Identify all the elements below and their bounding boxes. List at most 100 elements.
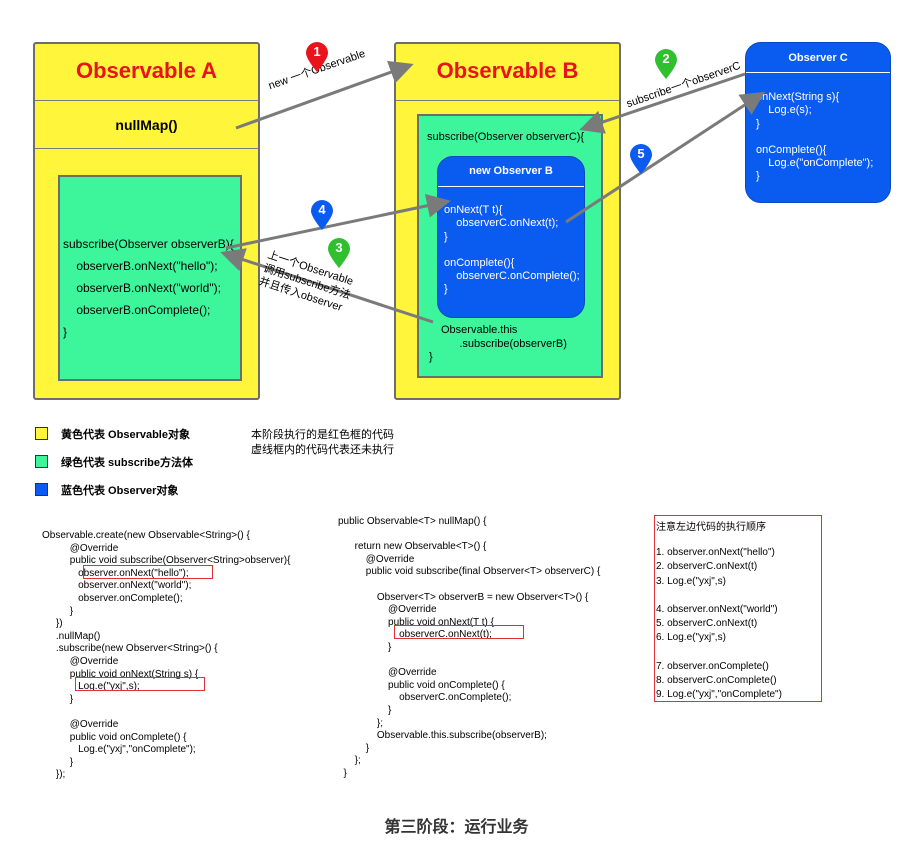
code-line: } bbox=[444, 283, 448, 296]
legend-swatch-green bbox=[35, 455, 48, 468]
order-item bbox=[656, 589, 782, 603]
step-marker-3: 3 bbox=[327, 237, 351, 269]
code-line: } bbox=[338, 641, 392, 653]
code-line: }; bbox=[338, 717, 384, 729]
arrow-3 bbox=[220, 248, 434, 324]
observer-b-box: new Observer B onNext(T t){ observerC.on… bbox=[437, 156, 585, 318]
code-line: onComplete(){ bbox=[756, 143, 827, 156]
divider bbox=[35, 100, 258, 101]
code-line: observer.onNext("hello"); bbox=[42, 567, 189, 579]
step-marker-2: 2 bbox=[654, 48, 678, 80]
order-item: 2. observerC.onNext(t) bbox=[656, 561, 758, 573]
code-line: } bbox=[42, 605, 74, 617]
arrow-4 bbox=[225, 193, 451, 250]
step-marker-label: 5 bbox=[637, 146, 645, 161]
code-line: @Override bbox=[338, 604, 437, 616]
code-line bbox=[338, 579, 600, 592]
code-line: .nullMap() bbox=[42, 630, 101, 642]
pin-icon bbox=[655, 49, 677, 79]
code-line: Observable.create(new Observable<String>… bbox=[42, 530, 250, 541]
code-line: onComplete(){ bbox=[444, 256, 515, 269]
code-line: } bbox=[429, 351, 433, 363]
observer-c-code: onNext(String s){ Log.e(s); } onComplete… bbox=[756, 91, 873, 184]
code-line: Log.e("yxj",s); bbox=[42, 681, 140, 693]
code-line: observerC.onNext(t); bbox=[338, 629, 492, 641]
code-line: .subscribe(new Observer<String>() { bbox=[42, 643, 218, 655]
code-line: onNext(String s){ bbox=[756, 91, 840, 103]
code-line: public void onNext(String s) { bbox=[42, 668, 199, 680]
order-item: 6. Log.e("yxj",s) bbox=[656, 632, 726, 644]
code-line: Observable.this.subscribe(observerB); bbox=[338, 730, 547, 742]
arrow-2 bbox=[579, 72, 746, 134]
observable-a-code: subscribe(Observer observerB){ observerB… bbox=[63, 233, 234, 343]
legend-label: 绿色代表 subscribe方法体 bbox=[61, 457, 194, 469]
order-item: 7. observer.onComplete() bbox=[656, 660, 769, 672]
step-marker-label: 3 bbox=[335, 240, 343, 255]
code-line: public void onComplete() { bbox=[42, 731, 187, 743]
code-line: subscribe(Observer observerB){ bbox=[63, 237, 234, 251]
code-line: observerC.onComplete(); bbox=[338, 692, 512, 704]
code-line: } bbox=[444, 230, 448, 243]
code-line: @Override bbox=[338, 553, 415, 565]
pin-icon bbox=[311, 200, 333, 230]
note: 本阶段执行的是红色框的代码 虚线框内的代码代表还未执行 bbox=[251, 428, 394, 458]
highlight-box bbox=[394, 625, 524, 639]
order-item: 4. observer.onNext("world") bbox=[656, 603, 778, 615]
code-line: observerC.onComplete(); bbox=[444, 270, 580, 283]
code-line bbox=[42, 706, 290, 719]
legend-swatch-yellow bbox=[35, 427, 48, 440]
observable-a-subscribe-body: subscribe(Observer observerB){ observerB… bbox=[58, 175, 242, 381]
code-line: return new Observable<T>() { bbox=[338, 541, 487, 553]
observable-b-subscribe-body: subscribe(Observer observerC){ new Obser… bbox=[417, 114, 603, 378]
code-line: } bbox=[42, 693, 74, 705]
code-left: Observable.create(new Observable<String>… bbox=[42, 530, 290, 782]
step-marker-label: 4 bbox=[318, 202, 326, 217]
code-line: }); bbox=[42, 769, 66, 781]
highlight-box bbox=[83, 565, 213, 579]
code-line: public Observable<T> nullMap() { bbox=[338, 516, 487, 527]
divider bbox=[746, 72, 890, 73]
code-line: public void onNext(T t) { bbox=[338, 616, 494, 628]
code-line: Log.e("onComplete"); bbox=[756, 157, 874, 170]
arrow-5 bbox=[565, 91, 766, 224]
code-line bbox=[338, 655, 600, 668]
note-line: 本阶段执行的是红色框的代码 bbox=[251, 429, 394, 441]
highlight-box bbox=[75, 677, 205, 691]
code-line: public void subscribe(final Observer<T> … bbox=[338, 566, 601, 578]
observer-c-title: Observer C bbox=[788, 52, 848, 64]
code-mid: public Observable<T> nullMap() { return … bbox=[338, 516, 600, 780]
order-item: 1. observer.onNext("hello") bbox=[656, 547, 775, 558]
code-line: } bbox=[63, 325, 68, 339]
observable-b-subscribe-header: subscribe(Observer observerC){ bbox=[427, 131, 585, 143]
observable-a-box: Observable A nullMap() subscribe(Observe… bbox=[33, 42, 260, 400]
code-line: @Override bbox=[338, 667, 437, 679]
pin-icon bbox=[328, 238, 350, 268]
divider bbox=[438, 186, 584, 187]
code-line: public void onComplete() { bbox=[338, 679, 505, 691]
pin-icon bbox=[630, 144, 652, 174]
divider bbox=[35, 148, 258, 149]
code-line: observer.onNext("world"); bbox=[42, 580, 192, 592]
pin-icon bbox=[306, 42, 328, 72]
code-line: Observer<T> observerB = new Observer<T>(… bbox=[338, 591, 589, 603]
legend-label: 蓝色代表 Observer对象 bbox=[61, 485, 179, 497]
execution-order-list: 1. observer.onNext("hello") 2. observerC… bbox=[656, 546, 782, 703]
legend-label: 黄色代表 Observable对象 bbox=[61, 429, 190, 441]
caption: 第三阶段：运行业务 bbox=[384, 819, 529, 836]
arrow-1 bbox=[235, 60, 414, 130]
observer-c-box: Observer C onNext(String s){ Log.e(s); }… bbox=[745, 42, 891, 203]
observer-b-title: new Observer B bbox=[469, 165, 553, 177]
code-line: }; bbox=[338, 755, 361, 767]
step-marker-5: 5 bbox=[629, 143, 653, 175]
observable-b-footer-code: Observable.this .subscribe(observerB) } bbox=[429, 324, 567, 365]
code-line: } bbox=[338, 767, 347, 779]
observable-b-box: Observable B subscribe(Observer observer… bbox=[394, 42, 621, 400]
step-marker-1: 1 bbox=[305, 41, 329, 73]
step-marker-4: 4 bbox=[310, 199, 334, 231]
observer-b-code: onNext(T t){ observerC.onNext(t); } onCo… bbox=[444, 204, 580, 297]
order-item: 3. Log.e("yxj",s) bbox=[656, 575, 726, 587]
code-line: Observable.this bbox=[441, 324, 518, 336]
note-line: 虚线框内的代码代表还未执行 bbox=[251, 444, 394, 456]
code-line: public void subscribe(Observer<String>ob… bbox=[42, 555, 291, 567]
